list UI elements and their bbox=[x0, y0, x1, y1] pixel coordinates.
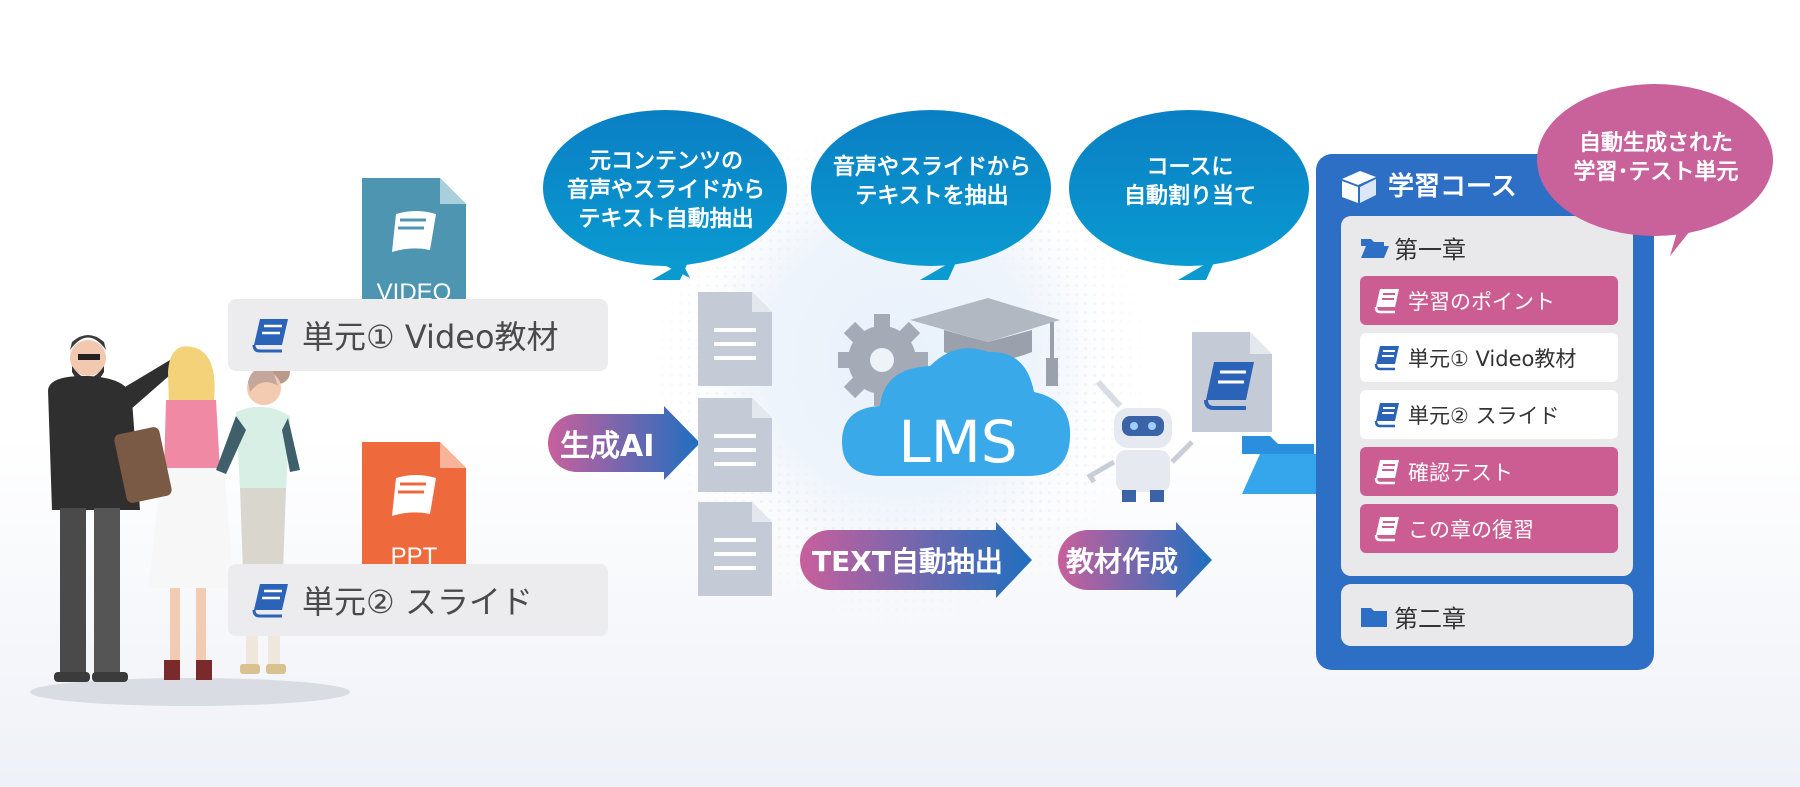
bubble-4-line2: 学習･テスト単元 bbox=[1573, 160, 1739, 185]
course-item-label: 学習のポイント bbox=[1408, 289, 1555, 314]
text-extract-label: TEXT自動抽出 bbox=[812, 545, 1003, 578]
course-item-label: 単元② スライド bbox=[1408, 403, 1560, 428]
document-book-icon bbox=[1192, 332, 1272, 432]
book-icon bbox=[1374, 288, 1399, 313]
bubble-4: 自動生成された学習･テスト単元 bbox=[1540, 104, 1772, 212]
material-create-label: 教材作成 bbox=[1066, 545, 1179, 578]
book-icon bbox=[1204, 362, 1254, 410]
book-icon bbox=[1374, 516, 1399, 541]
document-stack bbox=[698, 292, 772, 596]
book-icon bbox=[1374, 402, 1399, 427]
video-file-icon: VIDEO bbox=[362, 178, 466, 310]
lms-cloud-graphic: LMS bbox=[838, 298, 1071, 476]
chapter-2-header[interactable]: 第二章 bbox=[1360, 599, 1466, 634]
folder-icon bbox=[1242, 436, 1334, 494]
course-title: 学習コース bbox=[1340, 166, 1517, 203]
book-icon bbox=[252, 584, 288, 618]
ppt-file-icon: PPT bbox=[362, 442, 466, 574]
document-icon bbox=[698, 292, 772, 386]
course-item[interactable]: 確認テスト bbox=[1360, 447, 1618, 496]
bubble-1-shape bbox=[543, 110, 787, 280]
bubble-1-line3: テキスト自動抽出 bbox=[578, 206, 754, 232]
bubble-2-shape bbox=[811, 110, 1051, 280]
cloud-icon bbox=[842, 348, 1071, 476]
gen-ai-arrow bbox=[548, 406, 700, 480]
robot-icon bbox=[1086, 379, 1194, 502]
man-jacket bbox=[48, 375, 140, 510]
bubble-2-line2: テキストを抽出 bbox=[855, 184, 1009, 209]
document-icon bbox=[698, 502, 772, 596]
course-title-text: 学習コース bbox=[1388, 172, 1517, 202]
book-icon bbox=[392, 211, 436, 252]
gen-ai-label: 生成AI bbox=[560, 429, 655, 464]
folder-open-icon bbox=[1361, 238, 1389, 258]
course-item[interactable]: この章の復習 bbox=[1360, 504, 1618, 553]
material-create-arrow bbox=[1058, 522, 1212, 598]
source-unit-1-label: 単元① Video教材 bbox=[302, 318, 559, 356]
bubble-3-shape bbox=[1069, 110, 1309, 280]
people-illustration bbox=[30, 335, 350, 706]
chapter-2-box bbox=[1341, 584, 1633, 646]
ground-shadow bbox=[30, 678, 350, 706]
source-unit-1-card: 単元① Video教材 bbox=[228, 299, 608, 371]
course-item[interactable]: 単元② スライド bbox=[1360, 390, 1618, 439]
bubble-1: 元コンテンツの音声やスライドからテキスト自動抽出 bbox=[548, 128, 784, 252]
book-stack-icon bbox=[1342, 170, 1376, 203]
book-icon bbox=[1374, 345, 1399, 370]
bubble-4-line1: 自動生成された bbox=[1578, 131, 1733, 156]
chapter-1-label: 第一章 bbox=[1394, 236, 1466, 264]
course-item-label: 単元① Video教材 bbox=[1408, 346, 1577, 371]
bubble-2: 音声やスライドからテキストを抽出 bbox=[816, 128, 1048, 236]
course-item-label: この章の復習 bbox=[1408, 517, 1534, 542]
course-item[interactable]: 単元① Video教材 bbox=[1360, 333, 1618, 382]
chapter-2-label: 第二章 bbox=[1394, 605, 1466, 633]
book-icon bbox=[1374, 459, 1399, 484]
bubble-1-line1: 元コンテンツの bbox=[588, 148, 743, 174]
document-icon bbox=[698, 398, 772, 492]
bubble-3-line1: コースに bbox=[1146, 155, 1234, 180]
bubble-2-line1: 音声やスライドから bbox=[832, 155, 1031, 180]
bubble-3-line2: 自動割り当て bbox=[1123, 184, 1256, 209]
source-unit-2-label: 単元② スライド bbox=[302, 583, 533, 621]
bubble-3: コースに自動割り当て bbox=[1074, 128, 1306, 236]
bubble-4-shape bbox=[1537, 84, 1773, 256]
book-icon bbox=[392, 475, 436, 516]
course-item-label: 確認テスト bbox=[1408, 460, 1513, 485]
source-unit-2-card: 単元② スライド bbox=[228, 564, 608, 636]
course-item[interactable]: 学習のポイント bbox=[1360, 276, 1618, 325]
folder-icon bbox=[1361, 607, 1387, 627]
bubble-1-line2: 音声やスライドから bbox=[566, 177, 765, 203]
text-extract-arrow bbox=[800, 522, 1032, 598]
chapter-1-header[interactable]: 第一章 bbox=[1360, 230, 1466, 265]
lms-label: LMS bbox=[898, 408, 1017, 476]
book-icon bbox=[252, 319, 288, 353]
